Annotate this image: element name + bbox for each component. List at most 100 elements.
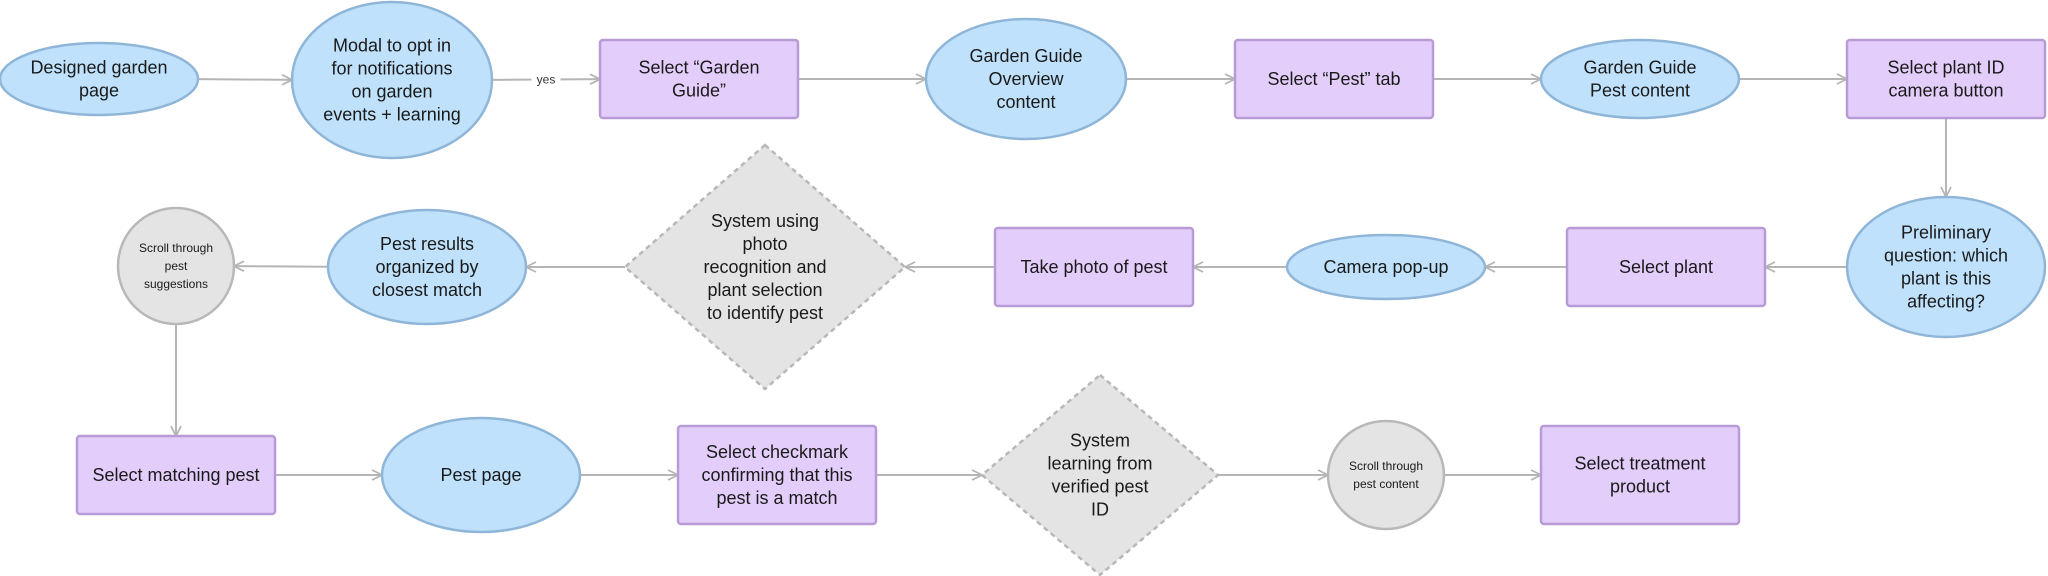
node-label: Select plant ID camera button bbox=[1887, 58, 2004, 101]
node-pest-results: Pest results organized by closest match bbox=[326, 208, 528, 326]
node-label-line: ID bbox=[1091, 500, 1109, 520]
node-select-treatment-product: Select treatment product bbox=[1539, 424, 1741, 526]
node-label-line: plant selection bbox=[707, 280, 822, 300]
edges-layer: yes bbox=[176, 70, 1946, 475]
node-label-line: for notifications bbox=[331, 59, 452, 79]
node-label-line: pest is a match bbox=[716, 488, 837, 508]
node-label-line: camera button bbox=[1888, 81, 2003, 101]
node-pest-page: Pest page bbox=[380, 416, 582, 534]
screen-ellipse bbox=[1845, 195, 2047, 339]
process-box bbox=[1565, 226, 1767, 308]
node-label-line: recognition and bbox=[703, 257, 826, 277]
edge-arrow bbox=[234, 266, 329, 267]
node-label-line: Scroll through bbox=[1349, 459, 1423, 473]
screen-ellipse bbox=[326, 208, 528, 326]
decision-diamond bbox=[623, 143, 907, 391]
node-label-line: Scroll through bbox=[139, 241, 213, 255]
screen-ellipse bbox=[380, 416, 582, 534]
action-circle bbox=[1326, 419, 1446, 531]
screen-ellipse bbox=[1285, 233, 1487, 301]
decision-diamond bbox=[980, 373, 1220, 576]
process-box bbox=[1845, 38, 2047, 120]
node-label: Take photo of pest bbox=[1020, 257, 1167, 277]
edge-arrow bbox=[197, 79, 292, 80]
node-label-line: Pest results bbox=[380, 234, 474, 254]
node-label: Pest page bbox=[440, 465, 521, 485]
edge-label: yes bbox=[537, 72, 556, 86]
node-select-plant-id-camera: Select plant ID camera button bbox=[1845, 38, 2047, 120]
screen-ellipse bbox=[0, 41, 200, 117]
node-label: Select matching pest bbox=[92, 465, 259, 485]
node-label-line: Select checkmark bbox=[706, 442, 849, 462]
node-designed-garden-page: Designed garden page bbox=[0, 41, 200, 117]
node-label-line: closest match bbox=[372, 280, 482, 300]
node-label-line: organized by bbox=[375, 257, 478, 277]
node-label-line: photo bbox=[742, 234, 787, 254]
node-label-line: content bbox=[996, 92, 1055, 112]
node-label-line: Pest content bbox=[1590, 81, 1690, 101]
edge-pest-results-to-scroll-pest-suggestions bbox=[234, 266, 329, 267]
node-label: Designed garden page bbox=[30, 58, 167, 101]
node-label: Select “Pest” tab bbox=[1267, 69, 1400, 89]
edge-modal-opt-in-to-select-garden-guide: yes bbox=[491, 70, 600, 89]
edge-label-background bbox=[531, 70, 561, 89]
node-label-line: verified pest bbox=[1051, 477, 1148, 497]
action-circle bbox=[116, 206, 236, 326]
process-box bbox=[75, 434, 277, 516]
process-box bbox=[1233, 38, 1435, 120]
node-label-line: Select treatment bbox=[1574, 454, 1705, 474]
node-label-line: page bbox=[79, 81, 119, 101]
node-label-line: Pest page bbox=[440, 465, 521, 485]
node-select-pest-tab: Select “Pest” tab bbox=[1233, 38, 1435, 120]
node-label: Select treatment product bbox=[1574, 454, 1705, 497]
node-label-line: Garden Guide bbox=[1583, 58, 1696, 78]
node-label-line: plant is this bbox=[1901, 269, 1991, 289]
node-label-line: Modal to opt in bbox=[333, 36, 451, 56]
node-label-line: question: which bbox=[1884, 246, 2008, 266]
node-label: Camera pop-up bbox=[1323, 257, 1448, 277]
process-box bbox=[676, 424, 878, 526]
edge-designed-garden-page-to-modal-opt-in bbox=[197, 79, 292, 80]
node-label-line: Preliminary bbox=[1901, 223, 1991, 243]
node-label-line: System using bbox=[711, 211, 819, 231]
node-label-line: Garden Guide bbox=[969, 46, 1082, 66]
screen-ellipse bbox=[290, 0, 494, 160]
node-label-line: product bbox=[1610, 477, 1670, 497]
node-label-line: Guide” bbox=[672, 81, 726, 101]
node-label-line: Select plant bbox=[1619, 257, 1713, 277]
node-label-line: Take photo of pest bbox=[1020, 257, 1167, 277]
node-label-line: to identify pest bbox=[707, 303, 823, 323]
process-box bbox=[598, 38, 800, 120]
node-label-line: Select “Pest” tab bbox=[1267, 69, 1400, 89]
process-box bbox=[993, 226, 1195, 308]
node-label-line: Select “Garden bbox=[638, 58, 759, 78]
node-label-line: pest bbox=[165, 259, 188, 273]
node-label-line: System bbox=[1070, 431, 1130, 451]
node-label-line: Select plant ID bbox=[1887, 58, 2004, 78]
node-select-matching-pest: Select matching pest bbox=[75, 434, 277, 516]
node-label-line: Camera pop-up bbox=[1323, 257, 1448, 277]
screen-ellipse bbox=[924, 17, 1128, 141]
node-label: Pest results organized by closest match bbox=[372, 234, 482, 300]
node-label-line: Overview bbox=[988, 69, 1064, 89]
node-label-line: Designed garden bbox=[30, 58, 167, 78]
screen-ellipse bbox=[1539, 38, 1741, 120]
node-label: Select plant bbox=[1619, 257, 1713, 277]
